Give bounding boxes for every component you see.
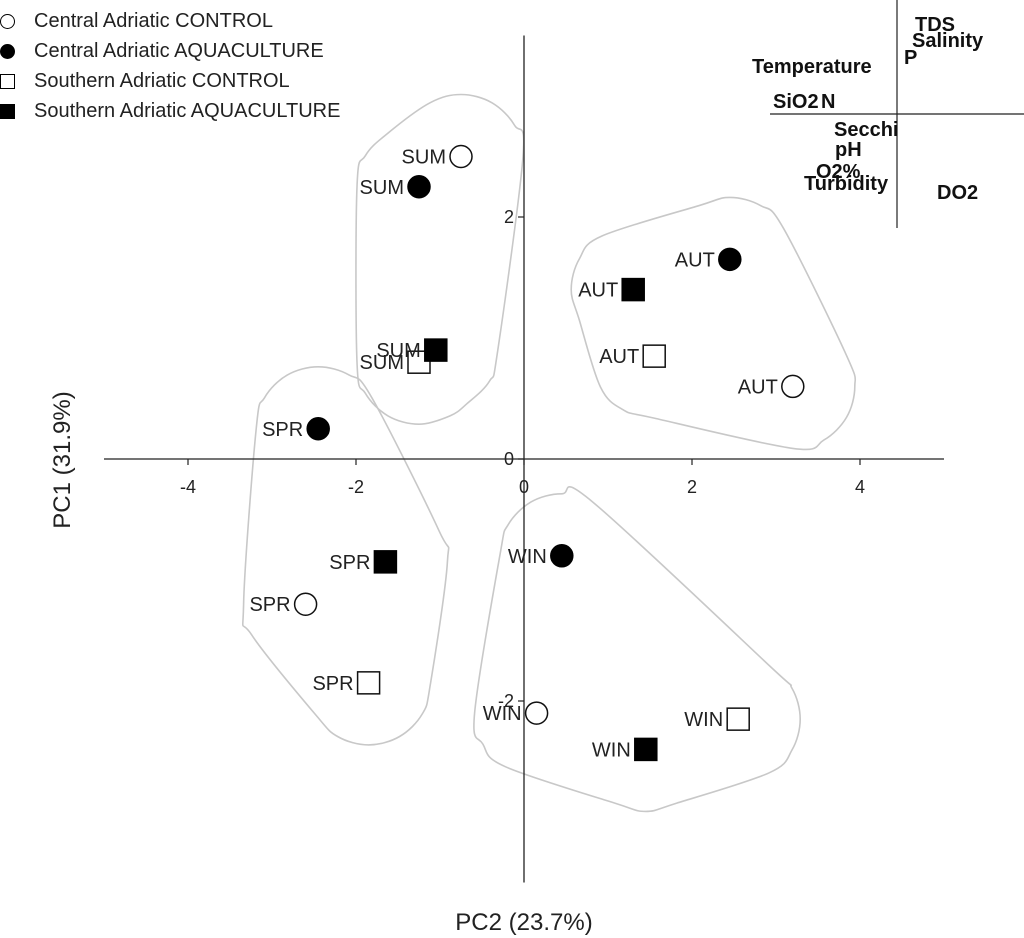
group-hulls — [241, 93, 857, 813]
axes: -4 -2 0 2 4 -2 0 2 — [104, 35, 944, 883]
loading-label-n: N — [821, 91, 835, 113]
point-label: AUT — [578, 280, 618, 302]
point-label: SPR — [329, 552, 370, 574]
x-tick-label: -4 — [180, 477, 196, 497]
data-points: SUM AUT SPR WIN SUM AUT SPR WIN SUM AUT SPR WIN SUM A… — [249, 144, 805, 762]
marker-square-filled — [621, 277, 645, 302]
point-label: SPR — [262, 419, 303, 441]
filled-square-icon — [0, 103, 34, 119]
point-label: AUT — [738, 376, 778, 398]
x-axis-title: PC2 (23.7%) — [455, 909, 592, 936]
marker-circle-open — [524, 701, 549, 725]
point-label: AUT — [599, 346, 639, 368]
marker-circle-filled — [718, 247, 742, 272]
legend-label: Central Adriatic CONTROL — [34, 9, 273, 32]
y-tick-label: 0 — [504, 449, 514, 469]
marker-square-open — [642, 344, 666, 368]
marker-square-filled — [373, 550, 398, 574]
marker-square-open — [726, 707, 750, 731]
marker-circle-filled — [407, 175, 431, 199]
hull-spr — [241, 365, 450, 746]
legend-label: Southern Adriatic CONTROL — [34, 69, 290, 92]
y-tick-label: -2 — [498, 691, 514, 711]
marker-circle-filled — [306, 417, 330, 441]
point-label: SPR — [312, 673, 353, 695]
point-label: SUM — [376, 340, 420, 362]
marker-circle-filled — [550, 544, 574, 568]
point-label: SUM — [402, 147, 446, 169]
legend-label: Southern Adriatic AQUACULTURE — [34, 99, 341, 122]
loading-label-p: P — [904, 47, 917, 69]
legend-item-central-control: Central Adriatic CONTROL — [0, 6, 340, 36]
marker-square-filled — [634, 737, 658, 762]
y-axis-title: PC1 (31.9%) — [49, 391, 76, 528]
loading-label-tds: TDS — [915, 14, 955, 36]
point-label: WIN — [592, 739, 631, 761]
legend-label: Central Adriatic AQUACULTURE — [34, 39, 324, 62]
point-label: SPR — [249, 594, 290, 616]
point-label: WIN — [508, 546, 547, 568]
x-tick-label: -2 — [348, 477, 364, 497]
legend: Central Adriatic CONTROL Central Adriati… — [0, 6, 340, 126]
y-tick-label: 2 — [504, 207, 514, 227]
loading-label-ph: pH — [835, 139, 862, 161]
legend-item-southern-aquaculture: Southern Adriatic AQUACULTURE — [0, 96, 340, 126]
marker-circle-open — [781, 374, 805, 399]
point-label: WIN — [483, 703, 522, 725]
hull-win — [473, 486, 802, 813]
point-label: SUM — [360, 177, 404, 199]
x-tick-label: 4 — [855, 477, 865, 497]
loading-label-sio2: SiO2 — [773, 91, 819, 113]
marker-square-open — [356, 671, 381, 695]
point-label: SUM — [360, 352, 404, 374]
loading-label-secchi: Secchi — [834, 119, 898, 141]
legend-item-central-aquaculture: Central Adriatic AQUACULTURE — [0, 36, 340, 66]
point-label: WIN — [684, 709, 723, 731]
hull-sum — [355, 93, 525, 426]
x-tick-label: 2 — [687, 477, 697, 497]
marker-circle-open — [449, 144, 473, 169]
loading-label-turbidity: Turbidity — [804, 173, 889, 195]
open-square-icon — [0, 73, 34, 89]
filled-circle-icon — [0, 43, 34, 59]
loading-label-o2: O2% — [816, 161, 861, 183]
loading-label-do2: DO2 — [937, 182, 978, 204]
loading-label-temperature: Temperature — [752, 56, 872, 78]
loading-label-salinity: Salinity — [912, 30, 984, 52]
point-label: AUT — [675, 249, 715, 271]
x-tick-label: 0 — [519, 477, 529, 497]
legend-item-southern-control: Southern Adriatic CONTROL — [0, 66, 340, 96]
hull-aut — [570, 196, 857, 451]
marker-square-filled — [424, 338, 448, 362]
marker-circle-open — [293, 592, 318, 616]
open-circle-icon — [0, 13, 34, 29]
